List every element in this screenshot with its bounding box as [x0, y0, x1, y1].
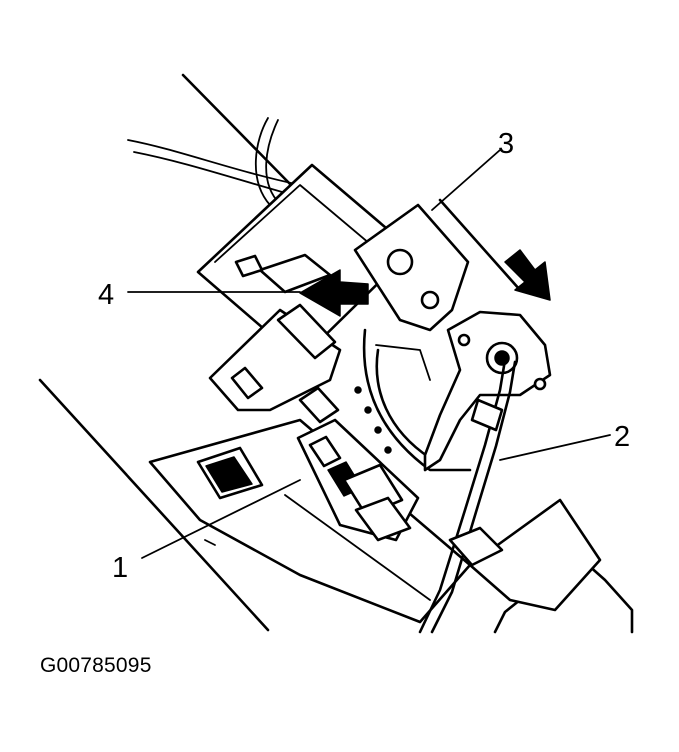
actuating-rod [418, 358, 517, 634]
lock-base-plate [148, 418, 602, 624]
lock-lever [423, 310, 552, 472]
figure-code: G00785095 [40, 654, 152, 677]
lock-cylinder [208, 303, 342, 424]
callout-leaders [127, 149, 611, 559]
leader-3 [431, 149, 501, 211]
leader-2 [499, 434, 611, 461]
callout-2-label: 2 [614, 421, 630, 453]
arrow-push-down [504, 249, 551, 301]
callout-4-label: 4 [98, 279, 114, 311]
callout-1-label: 1 [112, 552, 128, 584]
direction-arrows [299, 249, 551, 317]
actuator-bracket [353, 203, 472, 472]
leader-1 [141, 479, 301, 559]
arrow-pull-left [299, 269, 369, 317]
switch-housing [296, 386, 420, 542]
callout-3-label: 3 [498, 128, 514, 160]
